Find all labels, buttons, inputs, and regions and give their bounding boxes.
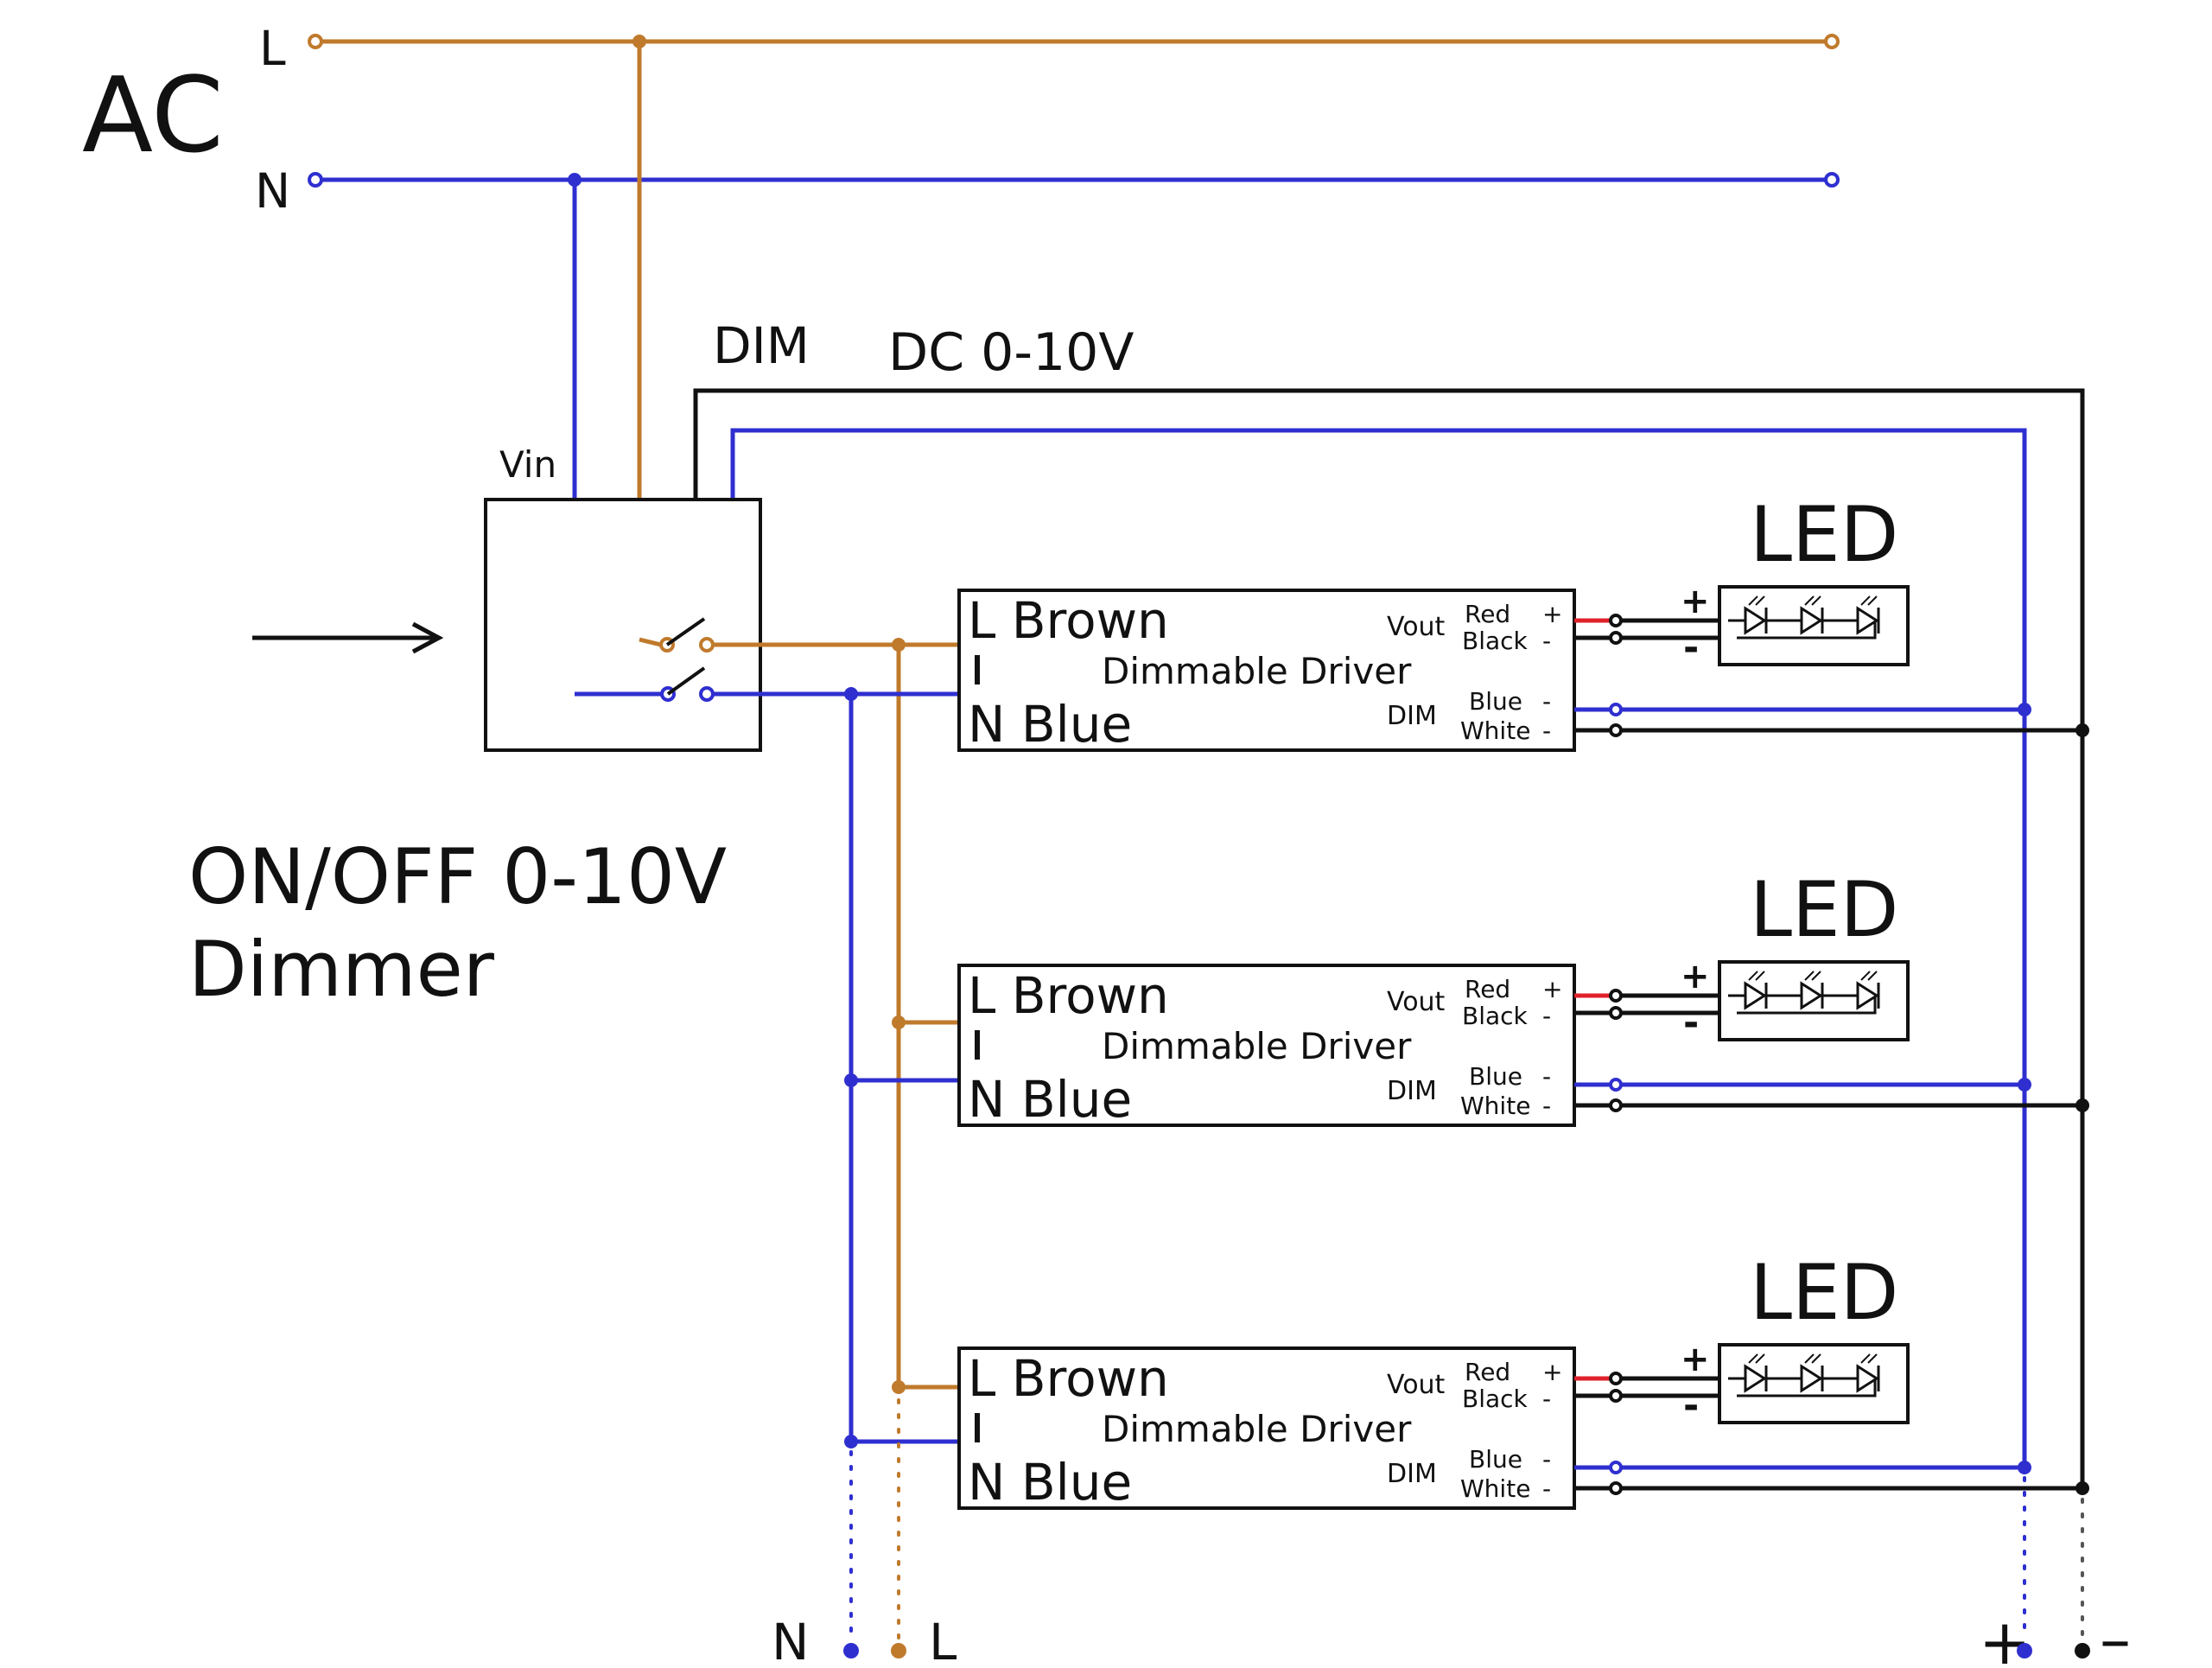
dimmable-driver-box — [957, 1346, 1576, 1510]
led-diode-icon — [1856, 981, 1879, 1010]
dimmer-title-line2: Dimmer — [188, 925, 495, 1014]
bottom-n-terminal — [843, 1643, 859, 1658]
driver-dim-minus-a: - — [1542, 687, 1551, 716]
dimmer-box — [484, 498, 762, 752]
led-diode-icon — [1856, 606, 1879, 635]
driver-red-label: Red — [1465, 600, 1510, 628]
driver-terminal-glyph — [975, 655, 980, 684]
driver-dim-minus-b: - — [1542, 1092, 1551, 1120]
bottom-plus-label: + — [1979, 1606, 2031, 1668]
led-minus-label: - — [1683, 1384, 1699, 1428]
ac-neutral-label: N — [255, 163, 290, 219]
dimmer-title-line1: ON/OFF 0-10V — [188, 832, 727, 921]
switched-neutral-bus — [713, 691, 959, 1444]
driver-n-label: N Blue — [968, 1070, 1132, 1129]
dimmer-vin-label: Vin — [499, 443, 556, 486]
switched-line-bus — [713, 642, 959, 1390]
led-diode-icon — [1800, 606, 1823, 635]
driver-name: Dimmable Driver — [1102, 1408, 1412, 1450]
led-label: LED — [1750, 865, 1898, 954]
dimmer-neutral-switch-blade — [666, 666, 706, 696]
led-minus-label: - — [1683, 1001, 1699, 1045]
led-label: LED — [1750, 490, 1898, 579]
driver-n-label: N Blue — [968, 695, 1132, 754]
bottom-l-terminal — [891, 1643, 906, 1658]
bottom-n-label: N — [772, 1613, 809, 1668]
ac-neutral-terminal-right — [1824, 172, 1840, 188]
driver-red-label: Red — [1465, 1358, 1510, 1386]
bottom-l-label: L — [929, 1613, 957, 1668]
led-diode-icon — [1800, 1364, 1823, 1393]
driver-dim-label: DIM — [1387, 1459, 1437, 1489]
led-minus-label: - — [1683, 626, 1699, 670]
dim-blue-wire — [730, 428, 2027, 1467]
dc-label: DC 0-10V — [888, 322, 1134, 383]
driver-blue-label: Blue — [1469, 687, 1522, 716]
driver-blue-label: Blue — [1469, 1062, 1522, 1091]
dimmer-input-arrow-icon — [411, 621, 444, 654]
ac-neutral-terminal-left — [308, 172, 323, 188]
bottom-minus-label: – — [2100, 1603, 2131, 1668]
driver-n-label: N Blue — [968, 1453, 1132, 1512]
bottom-plus-terminal — [2017, 1643, 2032, 1658]
driver-l-label: L Brown — [968, 591, 1169, 650]
led-diode-icon — [1800, 981, 1823, 1010]
driver-black-label: Black — [1462, 1002, 1529, 1030]
dimmer-line-switch-blade — [665, 617, 706, 646]
dimmer-line-contact-out — [699, 637, 715, 653]
driver-white-label: White — [1460, 1474, 1530, 1503]
driver-blue-label: Blue — [1469, 1445, 1522, 1474]
driver-white-label: White — [1460, 716, 1530, 745]
driver-red-label: Red — [1465, 975, 1510, 1003]
driver-vout-minus: - — [1542, 1385, 1551, 1413]
led-label: LED — [1750, 1248, 1898, 1337]
driver-vout-label: Vout — [1387, 1370, 1446, 1400]
driver-dim-label: DIM — [1387, 701, 1437, 731]
driver-black-label: Black — [1462, 627, 1529, 655]
led-diode-icon — [1744, 1364, 1767, 1393]
dimmable-driver-box — [957, 589, 1576, 752]
ac-line-label: L — [259, 21, 286, 76]
driver-vout-label: Vout — [1387, 987, 1446, 1017]
ac-line-terminal-right — [1824, 34, 1840, 49]
driver-vout-plus: + — [1542, 600, 1562, 628]
dim-label: DIM — [713, 316, 810, 375]
led-plus-label: + — [1681, 957, 1710, 996]
driver-dim-label: DIM — [1387, 1076, 1437, 1106]
driver-vout-minus: - — [1542, 1002, 1551, 1030]
driver-white-label: White — [1460, 1092, 1530, 1120]
driver-vout-plus: + — [1542, 975, 1562, 1003]
driver-terminal-glyph — [975, 1030, 980, 1060]
dimmable-driver-box — [957, 964, 1576, 1127]
driver-name: Dimmable Driver — [1102, 650, 1412, 692]
driver-l-label: L Brown — [968, 1349, 1169, 1408]
driver-black-label: Black — [1462, 1385, 1529, 1413]
driver-dim-minus-a: - — [1542, 1062, 1551, 1091]
led-diode-icon — [1744, 606, 1767, 635]
ac-title: AC — [82, 56, 224, 176]
bottom-minus-terminal — [2075, 1643, 2090, 1658]
dimmer-neutral-contact-out — [699, 686, 715, 702]
driver-vout-label: Vout — [1387, 612, 1446, 642]
driver-name: Dimmable Driver — [1102, 1025, 1412, 1067]
led-diode-icon — [1856, 1364, 1879, 1393]
dim-black-wire — [693, 388, 2085, 1488]
driver-dim-minus-b: - — [1542, 1474, 1551, 1503]
driver-vout-minus: - — [1542, 627, 1551, 655]
led-diode-icon — [1744, 981, 1767, 1010]
driver-l-label: L Brown — [968, 966, 1169, 1025]
driver-vout-plus: + — [1542, 1358, 1562, 1386]
driver-dim-minus-a: - — [1542, 1445, 1551, 1474]
driver-dim-minus-b: - — [1542, 716, 1551, 745]
led-plus-label: + — [1681, 1340, 1710, 1379]
driver-terminal-glyph — [975, 1413, 980, 1442]
led-plus-label: + — [1681, 582, 1710, 621]
ac-line-terminal-left — [308, 34, 323, 49]
